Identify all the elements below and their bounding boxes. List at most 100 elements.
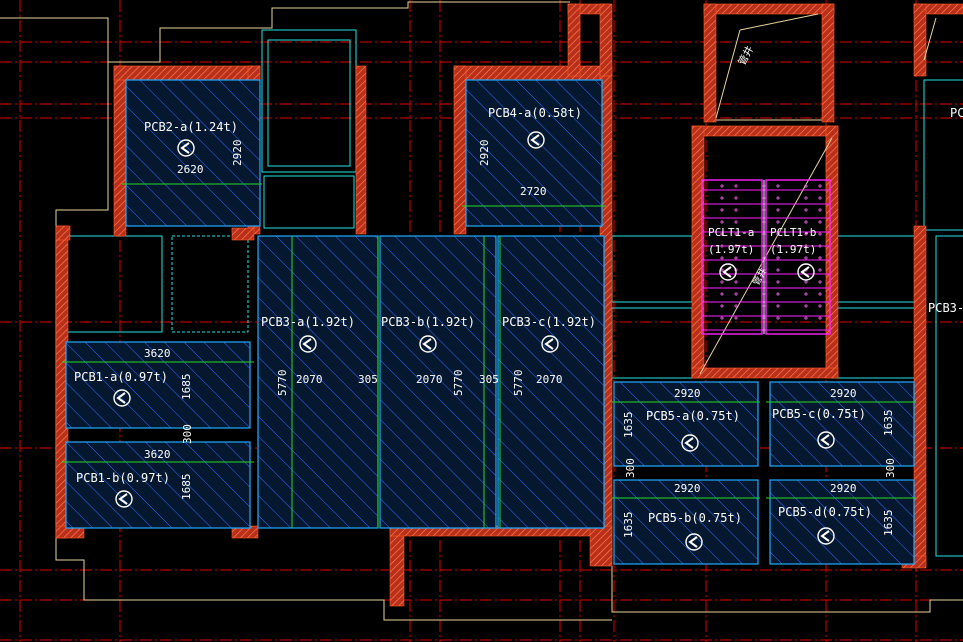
panel-hatch: [258, 236, 378, 528]
panel-dimension: 5770: [452, 370, 465, 397]
wall: [231, 227, 255, 241]
panel-dimension: 3620: [144, 448, 171, 461]
room-box-2: [267, 39, 351, 167]
lifting-direction-icon: [527, 131, 545, 149]
stair-steps: [702, 189, 830, 331]
lifting-direction-icon: [685, 533, 703, 551]
wall: [55, 225, 71, 241]
lifting-direction-icon: [115, 490, 133, 508]
panel-hatch: [498, 236, 604, 528]
panel-hatch: [770, 480, 914, 564]
wall: [821, 3, 835, 123]
panel-label: PCB5-d(0.75t): [778, 505, 872, 519]
panel-dimension: 1635: [622, 412, 635, 439]
panel-dimension: 2070: [296, 373, 323, 386]
panel-pcb5d[interactable]: PCB5-d(0.75t) 2920 1635: [766, 479, 916, 565]
stair-left-name: PCLT1-a: [708, 226, 754, 239]
panels-layer: PCB2-a(1.24t) 2620 2920 PCB4-a(0.58t) 2720 29…: [62, 79, 916, 565]
panel-hatch: [770, 382, 914, 466]
panel-label: PCB2-a(1.24t): [144, 120, 238, 134]
panel-dimension: 2920: [674, 482, 701, 495]
panel-hatch: [614, 382, 758, 466]
wall: [691, 367, 839, 379]
stair-right-name: PCLT1-b: [770, 226, 816, 239]
wall: [825, 125, 839, 379]
panel-pcb3b[interactable]: PCB3-b(1.92t) 2070 5770: [377, 235, 497, 529]
gap-dim-5: 300: [884, 458, 897, 478]
lifting-direction-icon: [113, 389, 131, 407]
wall: [691, 125, 839, 137]
stair-left-weight: (1.97t): [708, 243, 754, 256]
panel-dimension: 2920: [231, 140, 244, 167]
wall: [453, 65, 607, 81]
panel-dimension: 2070: [416, 373, 443, 386]
wall: [589, 525, 613, 567]
cropped-label-top: PC: [950, 106, 963, 120]
panel-label: PCB4-a(0.58t): [488, 106, 582, 120]
gap-dimensions: 305 305 300 300 300: [181, 373, 897, 478]
gap-dim-4: 300: [624, 458, 637, 478]
panel-label: PCB1-b(0.97t): [76, 471, 170, 485]
outline-bottom-right: [611, 566, 963, 613]
room-box-3: [263, 175, 355, 229]
panel-dimension: 2920: [830, 482, 857, 495]
room-box-11: [923, 79, 963, 231]
stair-right-weight: (1.97t): [770, 243, 816, 256]
panel-pcb5b[interactable]: PCB5-b(0.75t) 2920 1635: [612, 479, 760, 565]
panel-border: [769, 381, 915, 467]
panel-pcb1b[interactable]: PCB1-b(0.97t) 3620 1685: [62, 441, 254, 529]
panel-border: [613, 381, 759, 467]
room-box-10: [935, 235, 963, 557]
wall: [567, 3, 581, 77]
panel-pcb4a[interactable]: PCB4-a(0.58t) 2720 2920: [462, 79, 606, 227]
panel-label: PCB3-c(1.92t): [502, 315, 596, 329]
panel-border: [65, 341, 251, 429]
panel-hatch: [466, 80, 602, 226]
panel-dimension: 2720: [520, 185, 547, 198]
panel-border: [613, 479, 759, 565]
panel-dimension: 1685: [180, 474, 193, 501]
panel-dimension: 2620: [177, 163, 204, 176]
panel-border: [465, 79, 603, 227]
panel-label: PCB1-a(0.97t): [74, 370, 168, 384]
panel-dimension: 3620: [144, 347, 171, 360]
stair-precast: PCLT1-a (1.97t) PCLT1-b (1.97t) 管井: [701, 179, 831, 335]
wall: [113, 65, 261, 81]
panel-dimension: 5770: [512, 370, 525, 397]
outline-left: [55, 62, 612, 621]
panel-hatch: [380, 236, 496, 528]
lifting-direction-icon: [419, 335, 437, 353]
panel-label: PCB3-b(1.92t): [381, 315, 475, 329]
panel-label: PCB5-c(0.75t): [772, 407, 866, 421]
wall: [389, 525, 405, 607]
panel-dimension: 1635: [882, 410, 895, 437]
stair-lifting-icon: [797, 263, 815, 281]
wall: [913, 225, 927, 567]
panel-pcb2a[interactable]: PCB2-a(1.24t) 2620 2920: [122, 79, 262, 227]
lifting-direction-icon: [177, 139, 195, 157]
panel-dimension: 1635: [622, 512, 635, 539]
panel-border: [497, 235, 605, 529]
panel-dimension: 2920: [674, 387, 701, 400]
shaft-diagonal-1: [715, 29, 741, 119]
lifting-direction-icon: [299, 335, 317, 353]
shaft-diagonal-3: [923, 17, 937, 61]
gap-dim-3: 300: [181, 424, 194, 444]
panel-dimension: 1635: [882, 510, 895, 537]
panel-hatch: [66, 342, 250, 428]
panel-label: PCB3-a(1.92t): [261, 315, 355, 329]
lifting-direction-icon: [817, 527, 835, 545]
outline-top-left: [0, 1, 570, 63]
panel-dimension: 2920: [478, 140, 491, 167]
shaft-diagonal-2: [739, 13, 819, 31]
wall: [113, 65, 127, 237]
gap-dim-2: 305: [479, 373, 499, 386]
panel-label: PCB5-b(0.75t): [648, 511, 742, 525]
panel-border: [65, 441, 251, 529]
